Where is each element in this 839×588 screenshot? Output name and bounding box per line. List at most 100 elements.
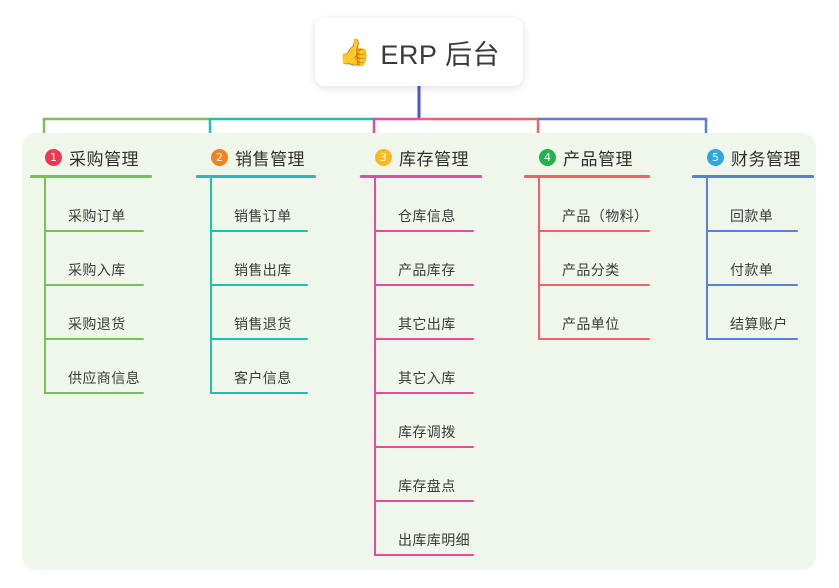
branch-number-badge: 2 — [211, 148, 228, 166]
branch-items: 产品（物料） 产品分类产品单位 — [524, 178, 684, 340]
branch-spine — [706, 178, 708, 340]
branch-item-underline — [374, 338, 474, 340]
branch-underline — [692, 175, 814, 178]
root-title: ERP 后台 — [380, 39, 500, 70]
branch-item[interactable]: 库存盘点 — [374, 448, 510, 502]
branch-item-label: 销售出库 — [234, 262, 292, 278]
branch-item-underline — [210, 230, 308, 232]
branch-column: 3 库存管理仓库信息产品库存其它出库其它入库库存调拨库存盘点出库库明细 — [360, 144, 510, 556]
branch-item[interactable]: 销售订单 — [210, 178, 346, 232]
branch-title: 财务管理 — [731, 149, 801, 169]
branch-item[interactable]: 产品单位 — [538, 286, 684, 340]
root-node[interactable]: 👍 ERP 后台 — [315, 18, 523, 86]
branch-item-underline — [374, 500, 474, 502]
branch-underline — [196, 175, 316, 178]
branch-title: 产品管理 — [563, 149, 633, 169]
branch-item[interactable]: 其它出库 — [374, 286, 510, 340]
branch-column: 2 销售管理销售订单销售出库销售退货客户信息 — [196, 144, 346, 394]
branch-item-label: 产品（物料） — [562, 208, 649, 224]
branch-column: 5 财务管理回款单付款单结算账户 — [692, 144, 839, 340]
branch-item-underline — [210, 284, 308, 286]
branch-header[interactable]: 2 销售管理 — [196, 144, 346, 170]
branch-item-underline — [374, 284, 474, 286]
branch-item-underline — [374, 554, 474, 556]
branch-item-label: 回款单 — [730, 208, 774, 224]
branch-item-label: 出库库明细 — [398, 532, 470, 548]
branch-item-underline — [44, 338, 144, 340]
branch-spine — [374, 178, 376, 556]
branch-item-label: 结算账户 — [730, 316, 788, 332]
thumbs-up-icon: 👍 — [338, 37, 371, 67]
branch-header[interactable]: 1 采购管理 — [30, 144, 180, 170]
branch-spine — [210, 178, 212, 394]
branch-item-underline — [538, 284, 650, 286]
branch-item-underline — [44, 392, 144, 394]
branch-item-label: 采购退货 — [68, 316, 126, 332]
branch-item-label: 销售订单 — [234, 208, 292, 224]
branch-item[interactable]: 产品（物料） — [538, 178, 684, 232]
branch-spine — [538, 178, 540, 340]
branch-item-label: 客户信息 — [234, 370, 292, 386]
branch-item-underline — [210, 338, 308, 340]
branch-item-label: 供应商信息 — [68, 370, 140, 386]
branch-items: 销售订单销售出库销售退货客户信息 — [196, 178, 346, 394]
branch-item[interactable]: 产品分类 — [538, 232, 684, 286]
branch-item[interactable]: 结算账户 — [706, 286, 839, 340]
branch-item-label: 仓库信息 — [398, 208, 456, 224]
branch-item-label: 产品单位 — [562, 316, 620, 332]
branch-header[interactable]: 5 财务管理 — [692, 144, 839, 170]
branch-item-underline — [374, 392, 474, 394]
branch-item[interactable]: 库存调拨 — [374, 394, 510, 448]
branch-item[interactable]: 回款单 — [706, 178, 839, 232]
branch-item-label: 采购入库 — [68, 262, 126, 278]
branch-item[interactable]: 销售出库 — [210, 232, 346, 286]
branch-item-underline — [706, 284, 798, 286]
branch-title: 库存管理 — [399, 149, 469, 169]
branch-item-label: 付款单 — [730, 262, 774, 278]
branch-underline — [360, 175, 482, 178]
branch-item-label: 销售退货 — [234, 316, 292, 332]
branch-item-label: 库存调拨 — [398, 424, 456, 440]
branch-header[interactable]: 4 产品管理 — [524, 144, 684, 170]
branch-item[interactable]: 付款单 — [706, 232, 839, 286]
branch-item[interactable]: 采购订单 — [44, 178, 180, 232]
branch-items: 回款单付款单结算账户 — [692, 178, 839, 340]
branch-item-underline — [538, 338, 650, 340]
branch-item[interactable]: 客户信息 — [210, 340, 346, 394]
branch-item[interactable]: 产品库存 — [374, 232, 510, 286]
branch-number-badge: 1 — [45, 148, 62, 166]
branch-item[interactable]: 仓库信息 — [374, 178, 510, 232]
branch-header[interactable]: 3 库存管理 — [360, 144, 510, 170]
branch-item[interactable]: 采购退货 — [44, 286, 180, 340]
branch-item[interactable]: 出库库明细 — [374, 502, 510, 556]
branch-underline — [524, 175, 650, 178]
branch-title: 采购管理 — [69, 149, 139, 169]
branch-column: 1 采购管理采购订单采购入库采购退货供应商信息 — [30, 144, 180, 394]
branches-panel — [22, 133, 816, 570]
branch-number-badge: 4 — [539, 148, 556, 166]
branch-underline — [30, 175, 152, 178]
branch-item-underline — [210, 392, 308, 394]
branch-item-underline — [706, 230, 798, 232]
branch-item-label: 产品库存 — [398, 262, 456, 278]
branch-items: 仓库信息产品库存其它出库其它入库库存调拨库存盘点出库库明细 — [360, 178, 510, 556]
branch-item-label: 采购订单 — [68, 208, 126, 224]
branch-item-underline — [374, 230, 474, 232]
branch-items: 采购订单采购入库采购退货供应商信息 — [30, 178, 180, 394]
branch-item-label: 库存盘点 — [398, 478, 456, 494]
branch-item[interactable]: 采购入库 — [44, 232, 180, 286]
branch-item-label: 其它出库 — [398, 316, 456, 332]
branch-item-label: 产品分类 — [562, 262, 620, 278]
branch-number-badge: 3 — [375, 148, 392, 166]
branch-spine — [44, 178, 46, 394]
branch-item[interactable]: 其它入库 — [374, 340, 510, 394]
branch-item[interactable]: 供应商信息 — [44, 340, 180, 394]
branch-number-badge: 5 — [707, 148, 724, 166]
branch-item-underline — [374, 446, 474, 448]
branch-column: 4 产品管理产品（物料） 产品分类产品单位 — [524, 144, 684, 340]
branch-title: 销售管理 — [235, 149, 305, 169]
branch-item-underline — [706, 338, 798, 340]
branch-item[interactable]: 销售退货 — [210, 286, 346, 340]
branch-item-underline — [44, 284, 144, 286]
